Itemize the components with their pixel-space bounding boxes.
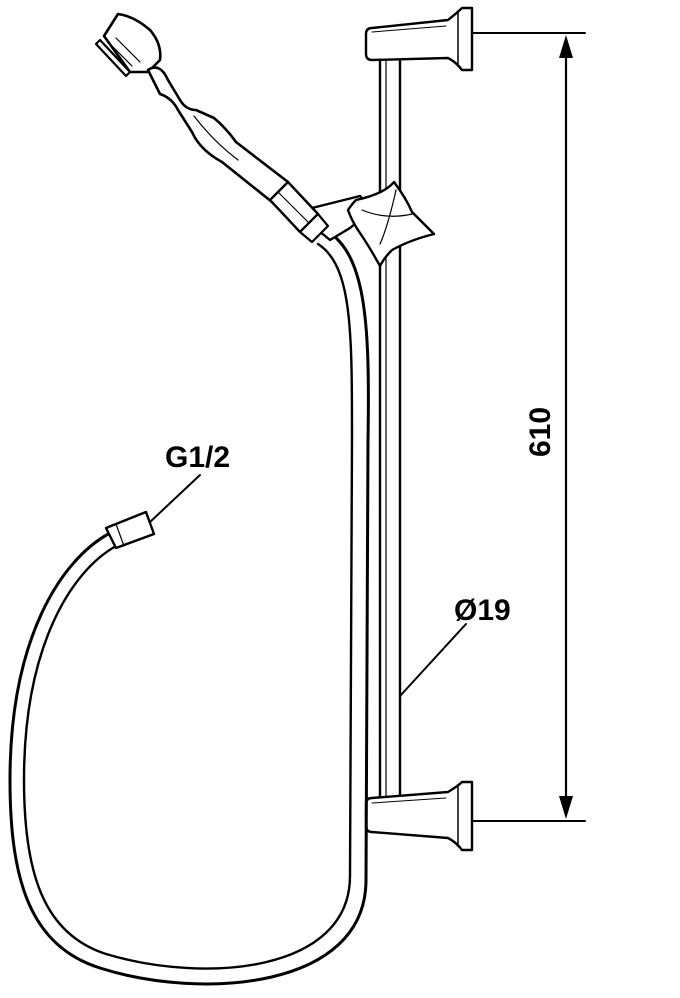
hose-thread-leader [149,474,201,523]
height-dimension-arrow [559,35,573,819]
bar-diameter-leader [399,623,467,697]
bar-diameter-label: Ø19 [454,594,511,627]
shower-hose [8,226,370,986]
hose-connector [104,510,156,550]
top-wall-bracket [364,6,474,72]
hose-thread-label: G1/2 [165,441,230,474]
slide-bar [378,53,402,807]
handset-holder [294,180,436,268]
hand-shower [94,12,330,244]
dimension-extension-lines [471,32,586,822]
height-dimension-label: 610 [524,407,557,457]
